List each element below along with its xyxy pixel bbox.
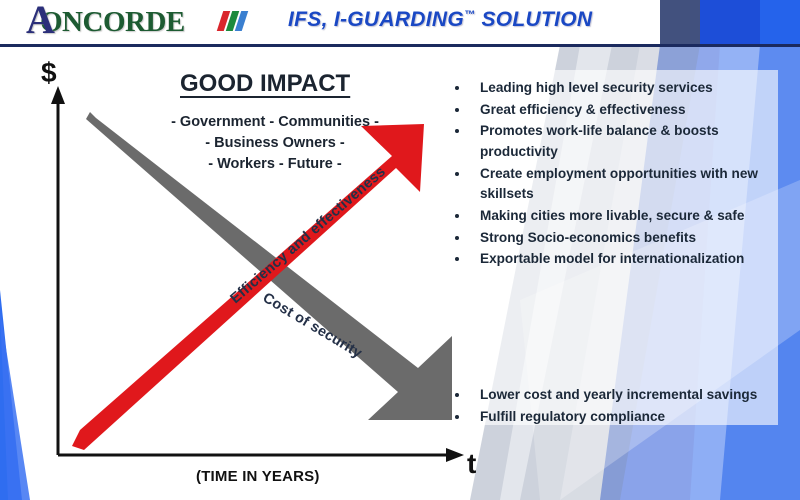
list-item: Fulfill regulatory compliance xyxy=(452,407,782,428)
efficiency-arrow-shape xyxy=(72,124,424,450)
x-axis-label: t xyxy=(467,448,477,479)
logo-wordmark: ONCORDE xyxy=(40,6,185,38)
page-title-tail: SOLUTION xyxy=(475,8,593,31)
list-item: Making cities more livable, secure & saf… xyxy=(452,206,782,227)
impact-subtitle-line: - Government - Communities - xyxy=(171,114,379,130)
concorde-logo: A ONCORDE xyxy=(24,0,274,42)
list-item: Create employment opportunities with new… xyxy=(452,164,782,205)
impact-subtitle-line: - Workers - Future - xyxy=(208,156,342,173)
list-item: Lower cost and yearly incremental saving… xyxy=(452,385,782,406)
logo-bars-icon xyxy=(216,11,249,31)
list-item: Leading high level security services xyxy=(452,78,782,99)
header-divider xyxy=(0,44,800,47)
impact-title: GOOD IMPACT xyxy=(180,70,351,97)
trademark-symbol: ™ xyxy=(464,9,476,21)
page-title: IFS, I-GUARDING™ SOLUTION xyxy=(288,8,592,32)
list-item: Exportable model for internationalizatio… xyxy=(452,249,782,270)
list-item: Great efficiency & effectiveness xyxy=(452,100,782,121)
y-axis-label: $ xyxy=(41,57,57,88)
slide-header: A ONCORDE IFS, I-GUARDING™ SOLUTION xyxy=(0,0,800,47)
x-axis-caption: (TIME IN YEARS) xyxy=(196,468,320,485)
impact-subtitle: - Government - Communities - - Business … xyxy=(150,112,400,175)
logo-letter-a: A xyxy=(26,0,55,42)
savings-list: Lower cost and yearly incremental saving… xyxy=(452,385,782,428)
impact-subtitle-line: - Business Owners - xyxy=(205,135,345,152)
benefits-list: Leading high level security services Gre… xyxy=(452,78,782,271)
list-item: Promotes work-life balance & boosts prod… xyxy=(452,121,782,162)
list-item: Strong Socio-economics benefits xyxy=(452,228,782,249)
page-title-main: IFS, I-GUARDING xyxy=(288,8,464,31)
